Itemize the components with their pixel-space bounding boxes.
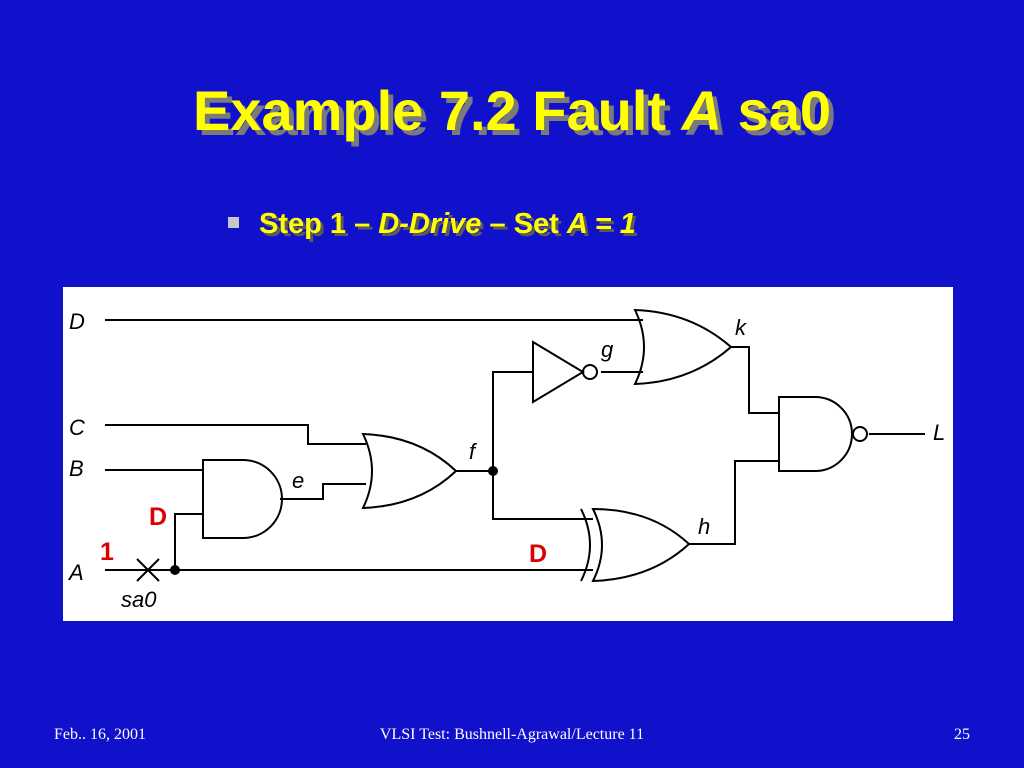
bullet-part-1: Step 1 –: [259, 208, 379, 240]
bullet-part-3: – Set: [481, 208, 567, 240]
footer-page-number: 25: [954, 726, 970, 743]
not-gate-g: [532, 340, 585, 404]
label-k: k: [735, 315, 747, 340]
slide-title: Example 7.2 Fault A sa0: [0, 78, 1024, 143]
junction-dot-a: [170, 565, 180, 575]
circuit-svg: D C B A e f g h k L sa0 1 D D: [67, 308, 945, 612]
title-prefix: Example 7.2 Fault: [192, 79, 682, 142]
wire-h: [689, 460, 779, 545]
annotation-a-value: 1: [100, 538, 114, 566]
label-a: A: [67, 560, 84, 585]
not-gate-bubble: [582, 364, 598, 380]
label-l: L: [933, 420, 945, 445]
annotation-a-branch-value: D: [149, 503, 167, 531]
label-c: C: [69, 415, 85, 440]
and-gate-e: [202, 459, 283, 539]
label-fault: sa0: [121, 587, 157, 612]
label-b: B: [69, 456, 84, 481]
nand-gate-bubble: [852, 426, 868, 442]
fault-cross-icon: [136, 558, 160, 582]
bullet-step-1: Step 1 – D-Drive – Set A = 1: [228, 208, 636, 241]
label-d: D: [69, 309, 85, 334]
footer-date: Feb.. 16, 2001: [54, 726, 146, 743]
or-gate-f: [361, 432, 458, 510]
bullet-part-2: D-Drive: [378, 208, 482, 240]
annotation-xor-input-value: D: [529, 540, 547, 568]
xor-gate-extra-arc: [580, 508, 591, 582]
label-h: h: [698, 514, 710, 539]
label-g: g: [601, 337, 614, 362]
wire-a-branch: [174, 513, 203, 570]
nand-gate-l: [778, 396, 853, 472]
footer-course: VLSI Test: Bushnell-Agrawal/Lecture 11: [379, 726, 645, 743]
wire-k: [731, 346, 779, 414]
bullet-part-4: A = 1: [566, 208, 636, 240]
label-f: f: [469, 439, 478, 464]
wire-f-down: [492, 471, 593, 520]
title-suffix: sa0: [722, 79, 832, 142]
wire-f-up: [492, 371, 533, 471]
title-italic: A: [681, 79, 723, 142]
label-e: e: [292, 468, 304, 493]
or-gate-k: [633, 308, 733, 386]
circuit-diagram: D C B A e f g h k L sa0 1 D D: [63, 287, 953, 621]
square-bullet-icon: [228, 216, 239, 228]
junction-dot-f: [488, 466, 498, 476]
xor-gate-h: [591, 507, 691, 583]
wire-c: [105, 424, 366, 445]
wire-e: [280, 483, 366, 500]
